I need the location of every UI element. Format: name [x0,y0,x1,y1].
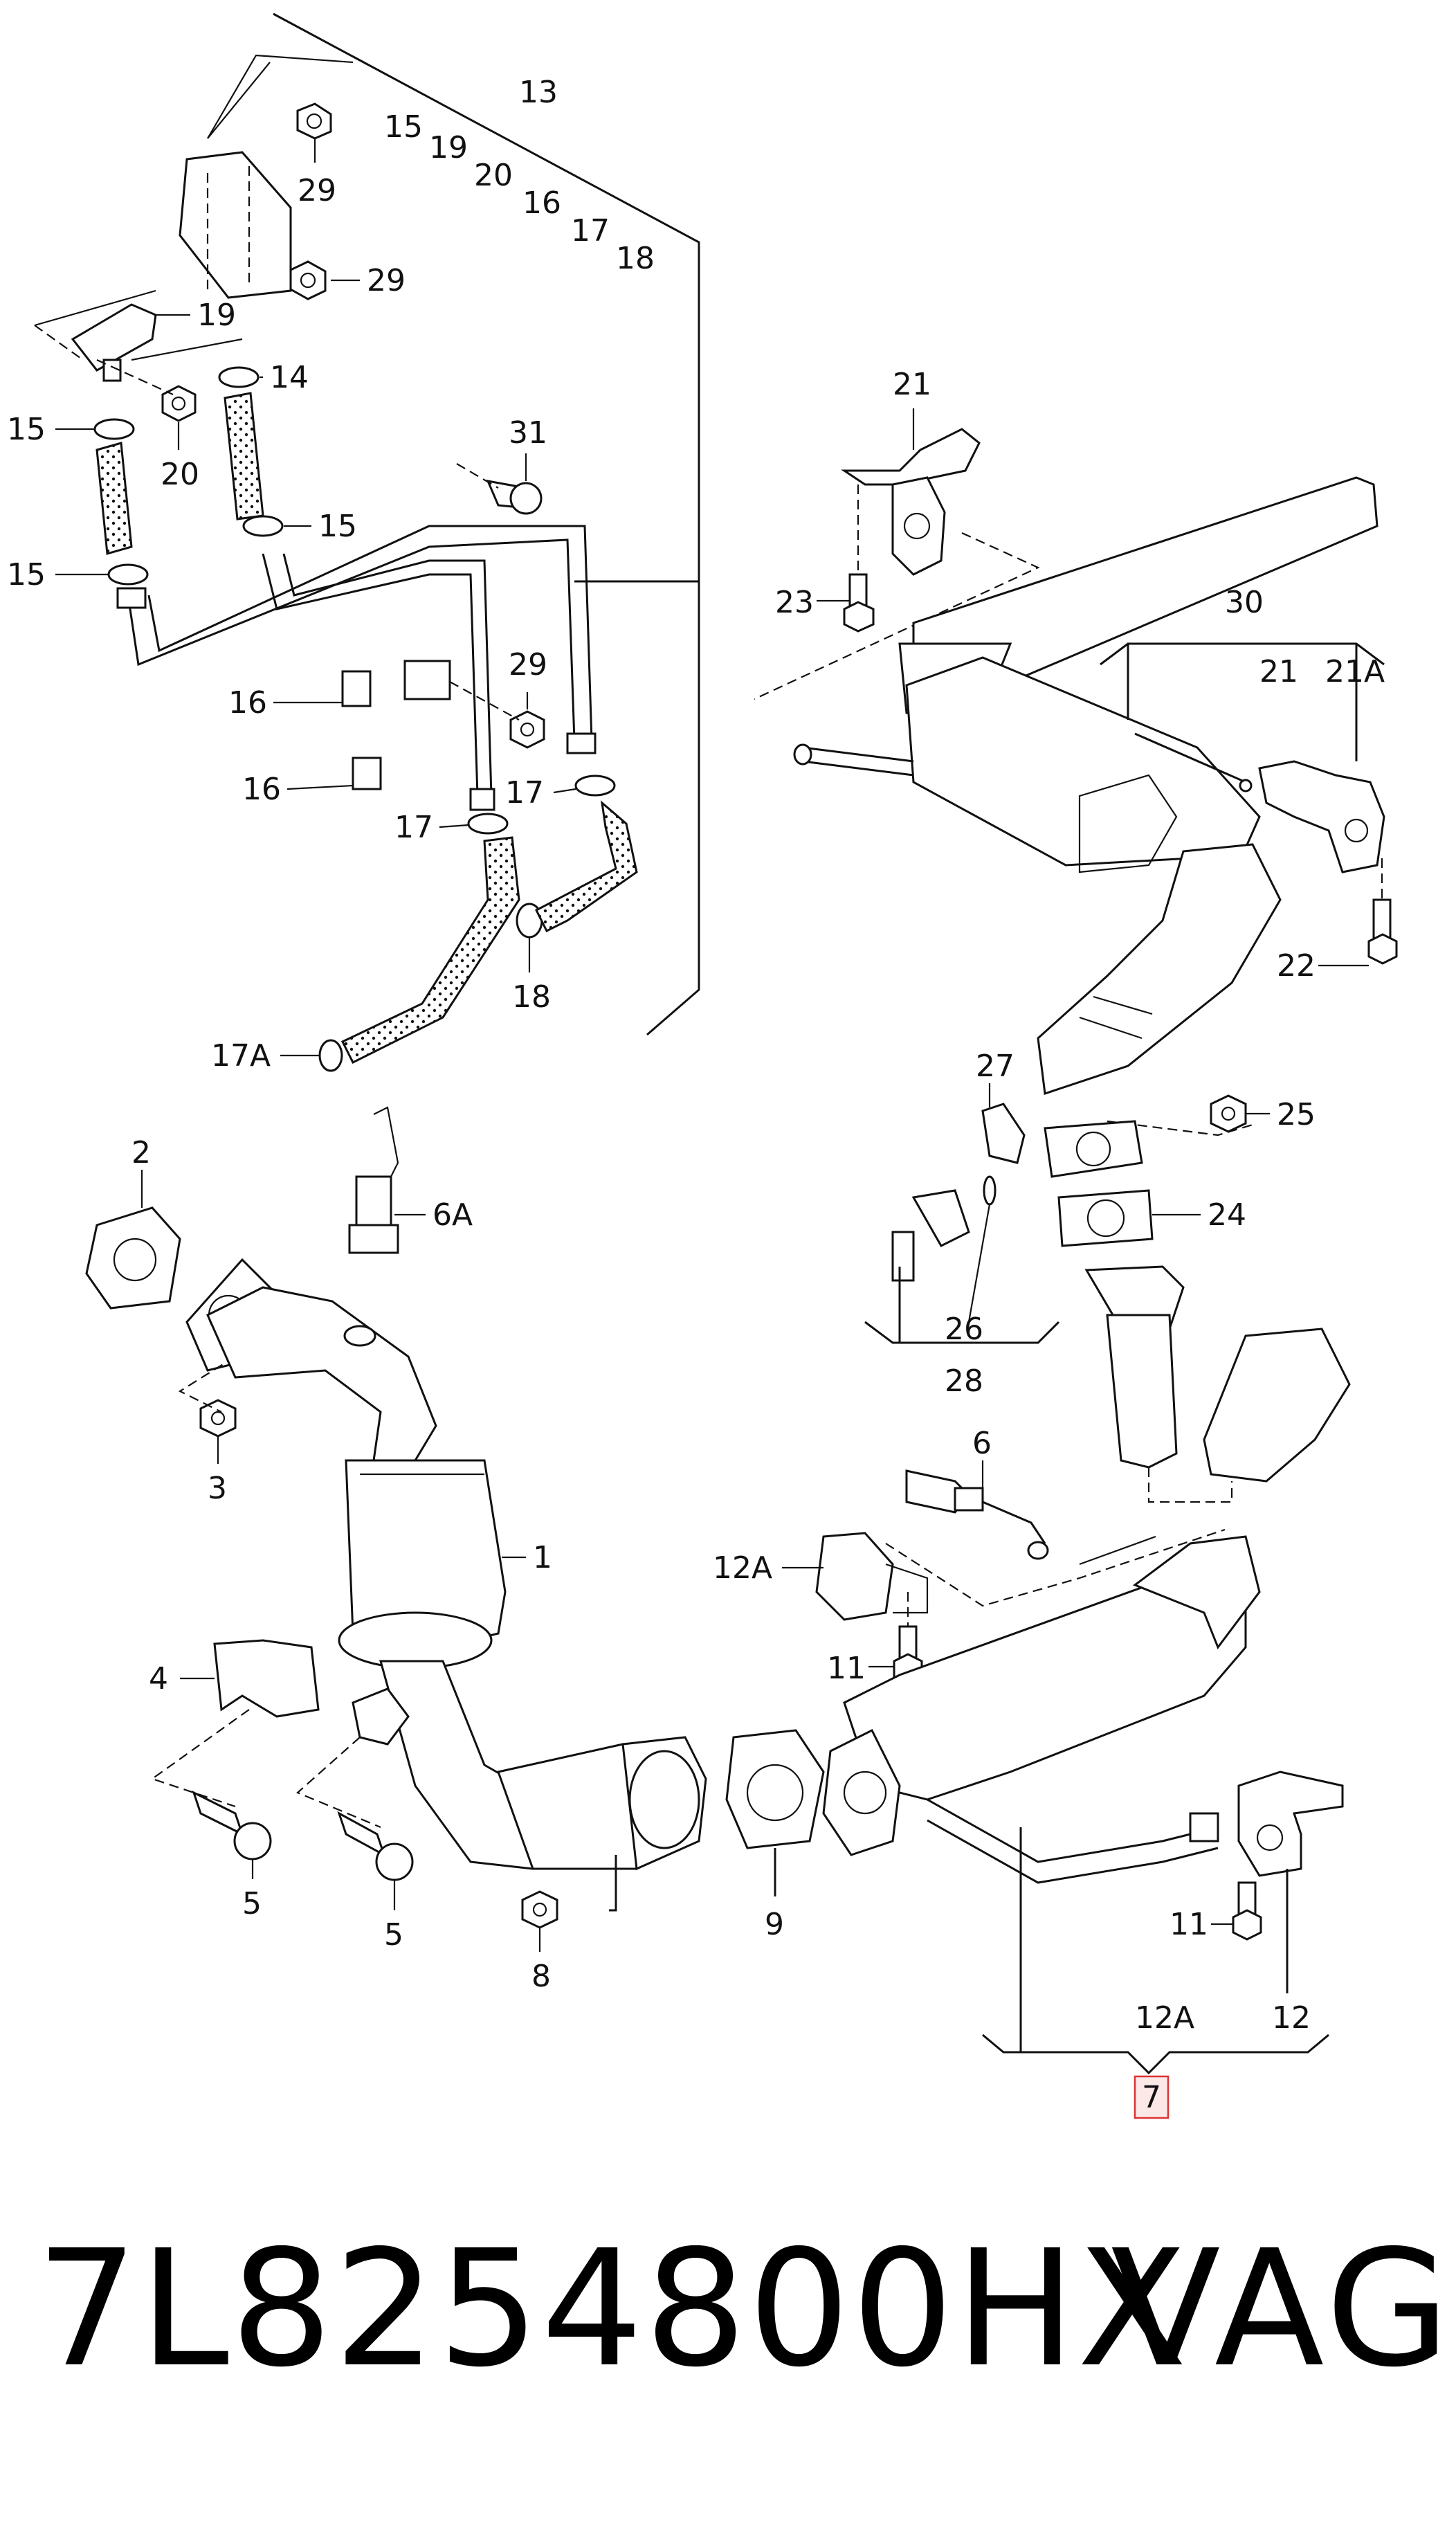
callout-23: 23 [775,585,814,620]
catalytic-converter-group [85,1106,825,1929]
callout-30: 30 [1225,585,1264,620]
callout-19: 19 [197,298,236,333]
callout-6: 6 [972,1426,992,1461]
callout-15: 15 [318,509,357,544]
rear-silencer-group [754,428,1398,1344]
callout-12A: 12A [1135,2000,1194,2036]
callout-28: 28 [945,1364,983,1399]
callout-3: 3 [208,1471,227,1506]
callout-12A: 12A [713,1550,772,1586]
callout-6A: 6A [433,1197,473,1233]
callout-7-highlighted: 7 [1142,2080,1161,2115]
callout-25: 25 [1277,1097,1316,1132]
callout-17: 17 [394,810,433,845]
part-number: 7L8254800HX [36,2216,1189,2402]
callout-16: 16 [242,772,281,807]
intermediate-pipe-group [1084,1265,1351,1503]
callout-labels: 13 15 19 20 16 17 18 29 29 19 14 15 20 3… [7,75,1385,2115]
callout-22: 22 [1277,948,1316,984]
callout-16: 16 [228,685,267,721]
callout-21A: 21A [1325,654,1385,689]
pressure-line-group [34,12,700,1072]
callout-29: 29 [298,173,336,208]
callout-29: 29 [367,263,406,298]
callout-12: 12 [1272,2000,1311,2036]
callout-11: 11 [1170,1907,1208,1942]
callout-4: 4 [149,1661,168,1696]
callout-13: 13 [519,75,558,110]
callout-18: 18 [616,241,655,276]
particulate-filter-group [815,1469,1344,2075]
callout-20: 20 [161,457,199,492]
callout-17A: 17A [211,1038,271,1074]
callout-27: 27 [976,1049,1014,1084]
callout-11: 11 [827,1651,866,1686]
callout-2: 2 [131,1135,151,1170]
callout-15: 15 [7,557,46,592]
callout-21: 21 [893,367,931,402]
callout-31: 31 [509,415,547,451]
callout-14: 14 [270,360,309,395]
callout-26: 26 [945,1312,983,1347]
callout-15: 15 [7,412,46,447]
callout-20: 20 [474,158,513,193]
callout-16: 16 [522,185,561,221]
callout-19: 19 [429,130,468,165]
callout-1: 1 [533,1540,552,1575]
callout-9: 9 [765,1907,784,1942]
callout-21: 21 [1259,654,1298,689]
leader-lines [55,138,1369,1952]
callout-17: 17 [571,213,610,248]
callout-5: 5 [384,1917,403,1953]
callout-5: 5 [242,1886,262,1921]
highlight-box-7 [1134,2075,1170,2119]
exhaust-parts-diagram: 13 15 19 20 16 17 18 29 29 19 14 15 20 3… [7,12,1398,2119]
part-number-footer: 7L8254800HX VAG [0,2201,1456,2409]
brand-name: VAG [1111,2216,1455,2402]
callout-15: 15 [384,109,423,145]
callout-29: 29 [509,647,547,682]
callout-18: 18 [512,979,551,1015]
callout-8: 8 [531,1959,551,1994]
callout-17: 17 [505,775,544,810]
callout-24: 24 [1208,1197,1246,1233]
